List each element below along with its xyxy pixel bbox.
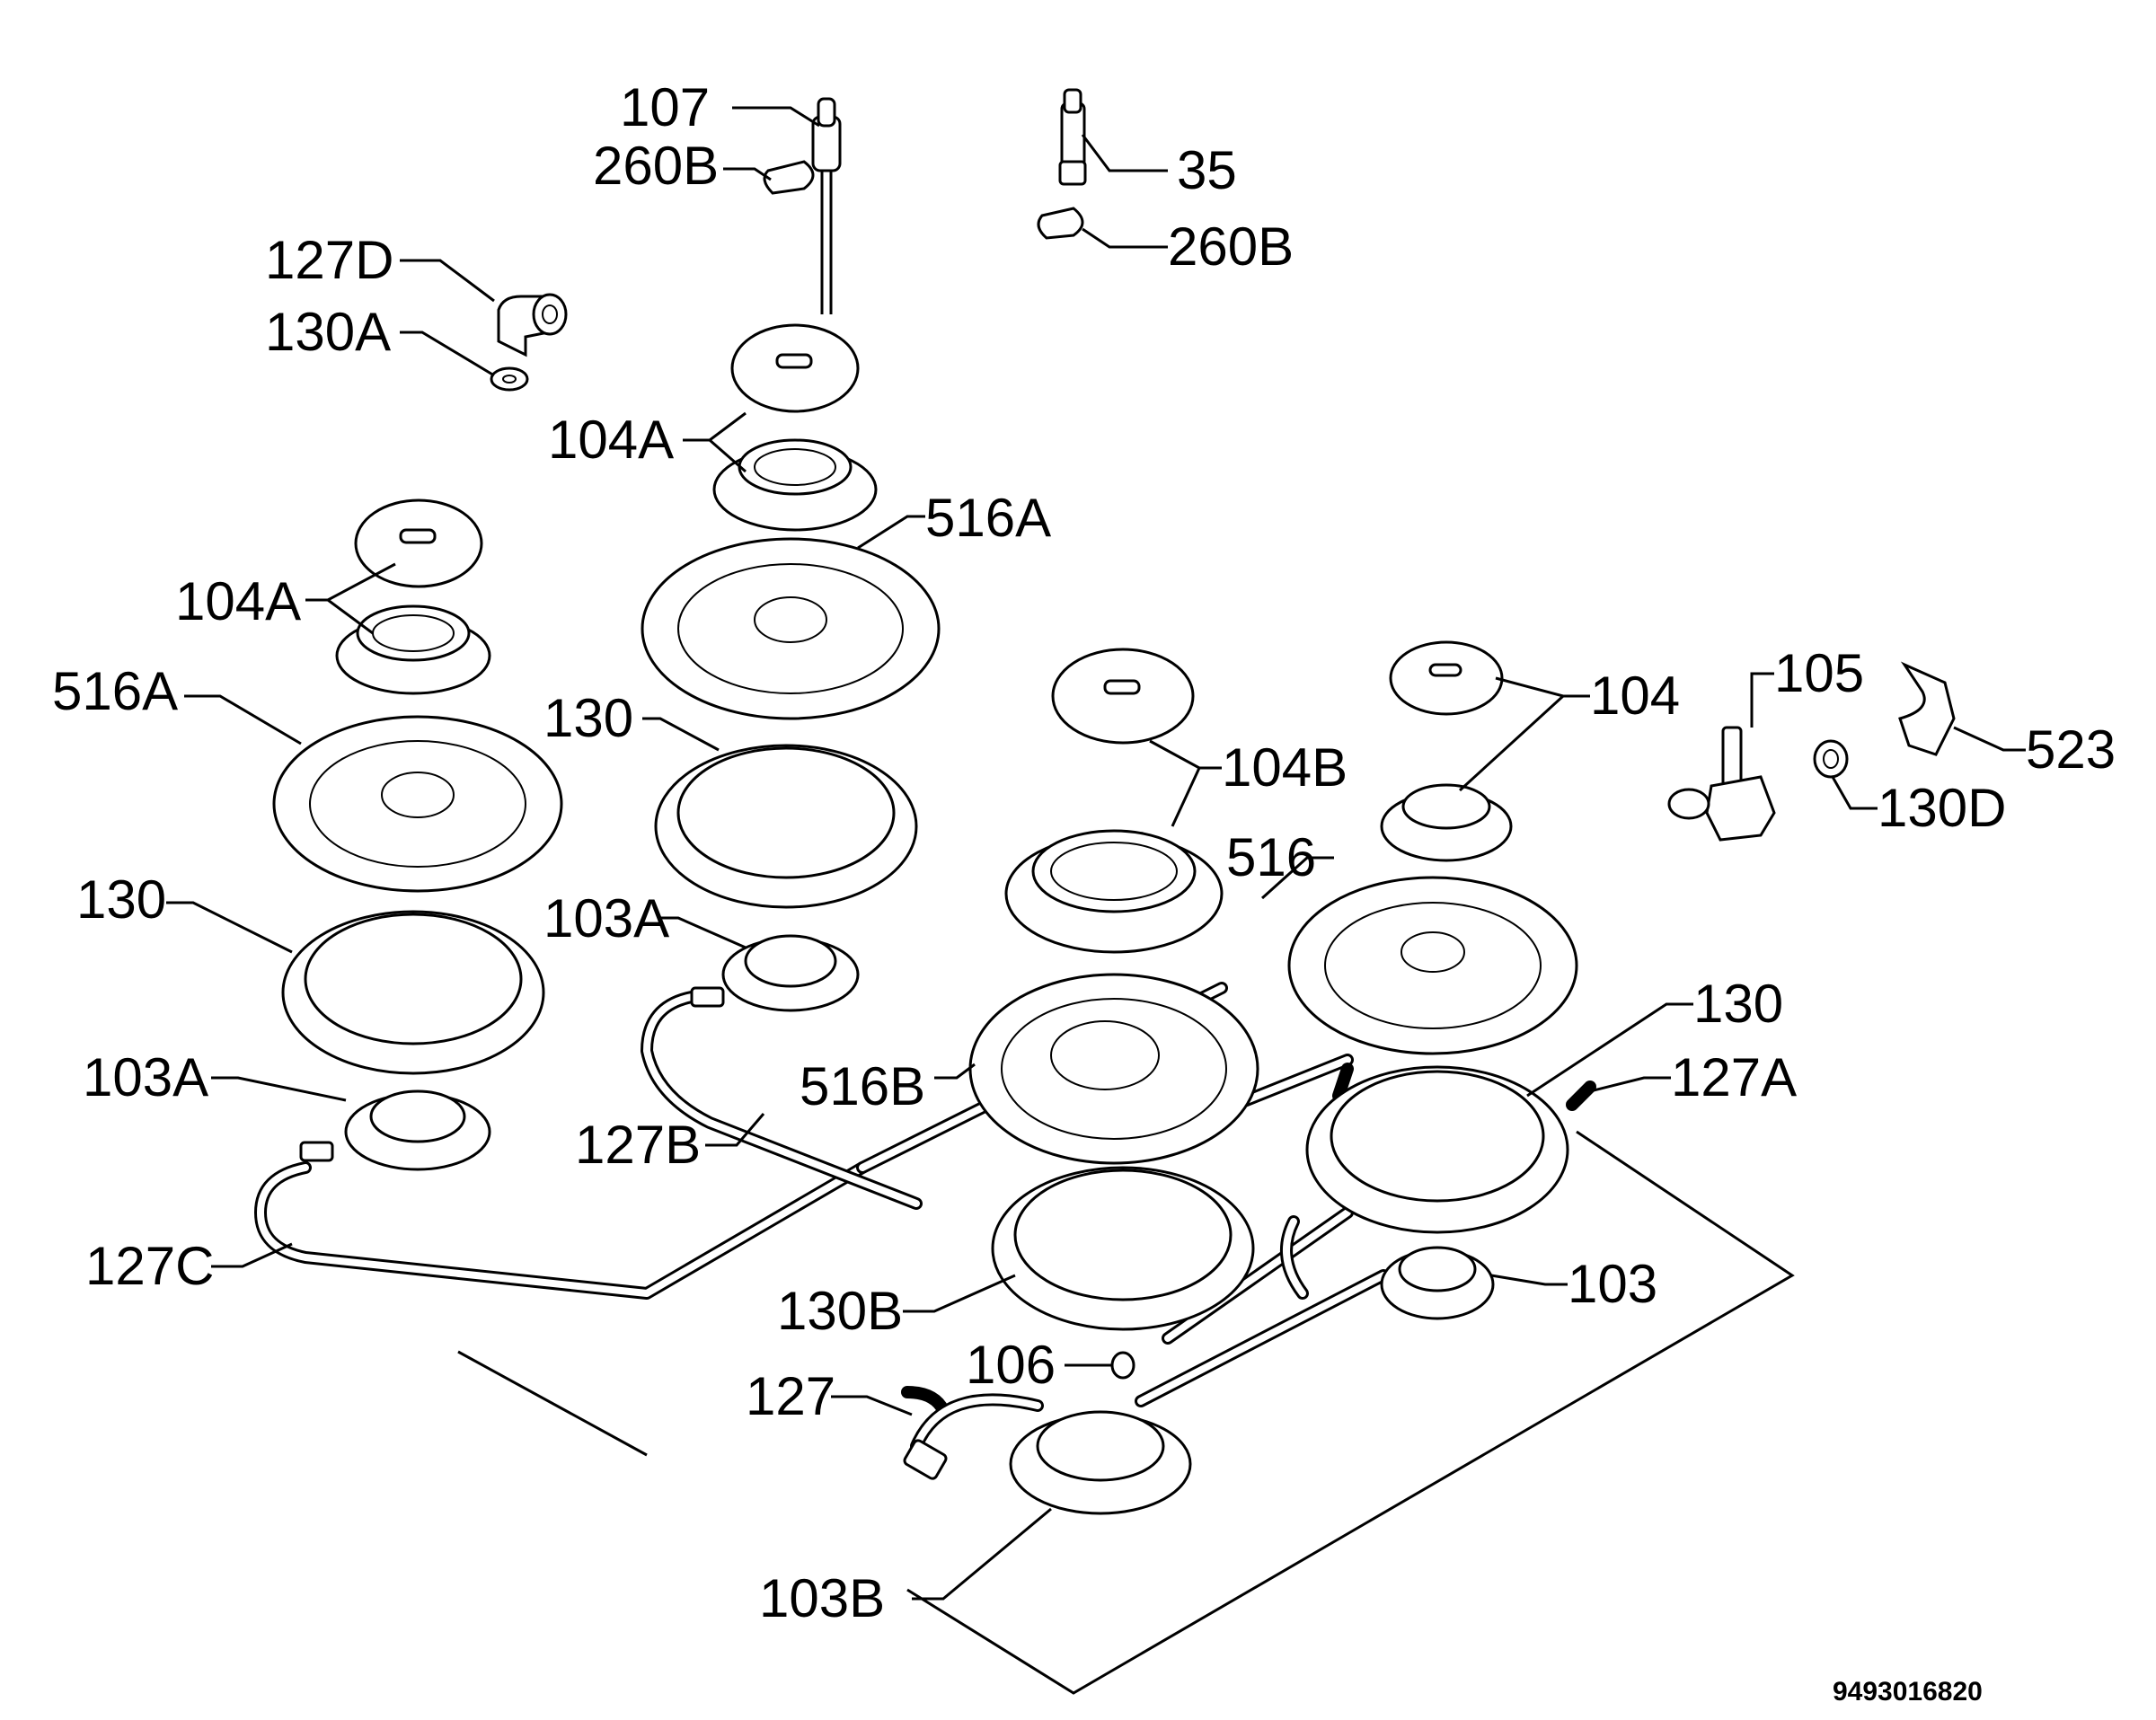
label-127a: 127A [1671, 1047, 1797, 1107]
label-130-left: 130 [76, 869, 166, 930]
trim-ring-516 [1287, 876, 1578, 1055]
burner-base-103 [1380, 1246, 1495, 1320]
label-523: 523 [2026, 719, 2116, 780]
label-127b: 127B [575, 1115, 701, 1175]
trim-ring-516b [968, 973, 1259, 1165]
valve-105 [1667, 726, 1776, 842]
seal-130b [991, 1166, 1255, 1331]
electrode-35 [1058, 88, 1087, 186]
label-104a-left: 104A [175, 571, 301, 631]
burner-base-103a-left [299, 1089, 491, 1171]
burner-cap-104 [1389, 640, 1504, 716]
bracket-523 [1898, 661, 1956, 756]
burner-head-top-center [712, 438, 878, 532]
label-127c: 127C [85, 1236, 214, 1296]
label-104: 104 [1590, 666, 1680, 726]
label-516: 516 [1226, 827, 1316, 887]
label-104a-top: 104A [548, 410, 674, 470]
seal-130-right [1305, 1065, 1569, 1234]
label-130b: 130B [777, 1281, 903, 1341]
seal-130-mid [654, 744, 918, 909]
label-104b: 104B [1222, 737, 1348, 798]
leader-lines [166, 106, 2026, 1601]
label-103b: 103B [759, 1568, 885, 1628]
part-labels: 107 260B 35 260B 127D 130A 104A 516A 104… [52, 77, 2116, 1628]
trim-ring-516a-top [641, 537, 941, 720]
burner-head-104 [1380, 783, 1513, 862]
clip-260b-right [1037, 207, 1084, 240]
label-105: 105 [1774, 643, 1864, 703]
burner-base-103a-mid [690, 934, 860, 1012]
clip-260b-left [763, 160, 815, 195]
hob-outline [457, 1130, 1795, 1695]
elbow-127d [497, 293, 568, 357]
label-103: 103 [1568, 1254, 1657, 1314]
label-106: 106 [966, 1335, 1056, 1395]
washer-130d [1813, 739, 1849, 779]
label-107: 107 [620, 77, 710, 137]
washer-130a [490, 366, 529, 392]
injector-106 [1110, 1351, 1135, 1380]
burner-cap-104b [1051, 648, 1195, 745]
label-35: 35 [1177, 140, 1237, 200]
burner-cap-left [354, 498, 483, 588]
label-516a-top: 516A [925, 488, 1051, 548]
seal-130-left [281, 910, 545, 1075]
label-516b: 516B [800, 1056, 925, 1116]
label-260b-left: 260B [593, 136, 719, 196]
label-103a-left: 103A [83, 1047, 208, 1107]
label-130d: 130D [1878, 778, 2006, 838]
label-127: 127 [746, 1366, 835, 1426]
trim-ring-516a-left [272, 715, 563, 893]
thermocouple-107 [811, 97, 842, 314]
burner-head-104b [1004, 829, 1224, 954]
burner-cap-top-center [730, 323, 860, 413]
burner-base-103b [1009, 1410, 1192, 1515]
label-130-mid: 130 [543, 688, 633, 748]
label-260b-right: 260B [1168, 216, 1294, 277]
pipe-127-fitting [903, 1393, 1044, 1480]
label-516a-left: 516A [52, 661, 178, 721]
label-130-right: 130 [1693, 974, 1783, 1034]
drawing-number: 9493016820 [1833, 1677, 1983, 1707]
label-127d: 127D [265, 230, 393, 290]
label-103a-mid: 103A [543, 888, 669, 948]
label-130a: 130A [265, 302, 391, 362]
burner-head-left [335, 604, 491, 695]
